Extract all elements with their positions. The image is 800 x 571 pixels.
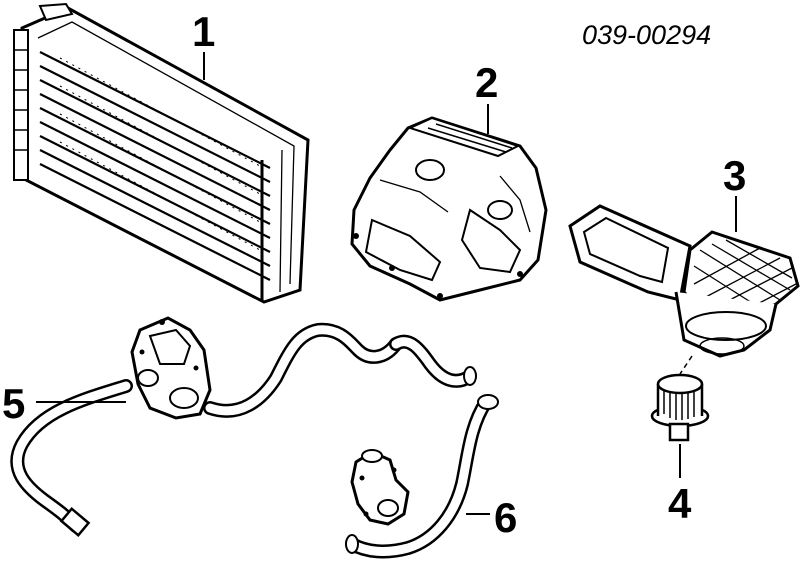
callout-4: 4 (668, 480, 692, 527)
assembly-line-4 (679, 355, 693, 375)
water-valve (130, 316, 212, 420)
blower-motor (650, 373, 710, 442)
callout-2: 2 (475, 59, 498, 106)
callout-3: 3 (723, 152, 746, 199)
heater-hose-5 (10, 322, 477, 537)
blower-housing (568, 204, 800, 358)
callout-5: 5 (2, 380, 25, 427)
heater-core (13, 2, 310, 304)
auxiliary-valve (350, 449, 410, 526)
heater-unit-housing (350, 116, 548, 302)
callout-1: 1 (192, 8, 215, 55)
heater-hose-6 (345, 394, 499, 559)
part-number: 039-00294 (582, 20, 711, 50)
callout-6: 6 (494, 494, 517, 541)
